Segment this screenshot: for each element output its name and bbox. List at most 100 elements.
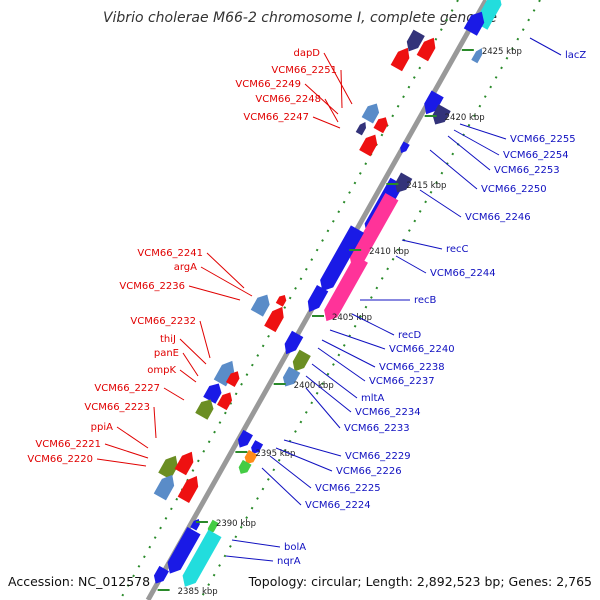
forward-gene-label[interactable]: VCM66_2227 — [94, 383, 160, 394]
reverse-gene-label[interactable]: VCM66_2250 — [481, 184, 547, 195]
leader-line — [261, 467, 302, 506]
reverse-gene-label[interactable]: VCM66_2224 — [305, 500, 371, 511]
gene-glyph[interactable] — [153, 472, 177, 501]
reverse-gene-label[interactable]: VCM66_2237 — [369, 376, 435, 387]
gene-glyph[interactable] — [317, 225, 364, 294]
gene-glyph[interactable] — [355, 121, 367, 136]
gene-glyph[interactable] — [164, 526, 201, 577]
genome-summary: Topology: circular; Length: 2,892,523 bp… — [248, 574, 592, 589]
gene-glyph[interactable] — [390, 45, 412, 72]
leader-line — [188, 285, 241, 301]
gene-glyph[interactable] — [275, 294, 287, 307]
gene-glyph[interactable] — [237, 459, 252, 476]
gene-glyph[interactable] — [359, 132, 380, 157]
reverse-gene-label[interactable]: VCM66_2234 — [355, 407, 421, 418]
reverse-gene-label[interactable]: lacZ — [565, 50, 586, 61]
leader-line — [529, 37, 562, 56]
gene-glyph[interactable] — [236, 429, 253, 450]
gene-glyph[interactable] — [264, 305, 287, 333]
forward-gene-label[interactable]: VCM66_2236 — [119, 281, 185, 292]
reverse-gene-label[interactable]: VCM66_2240 — [389, 344, 455, 355]
forward-gene-label[interactable]: VCM66_2248 — [255, 94, 321, 105]
reverse-gene-label[interactable]: VCM66_2238 — [379, 362, 445, 373]
gene-glyph[interactable] — [152, 565, 169, 586]
gene-glyph[interactable] — [471, 47, 484, 64]
leader-line — [304, 83, 339, 115]
forward-gene-label[interactable]: VCM66_2249 — [235, 79, 301, 90]
scale-label: 2410 kbp — [369, 247, 409, 257]
reverse-gene-label[interactable]: nqrA — [277, 556, 301, 567]
reverse-gene-label[interactable]: recD — [398, 330, 422, 341]
forward-gene-label[interactable]: dapD — [293, 48, 320, 59]
forward-gene-label[interactable]: ppiA — [91, 422, 113, 433]
gene-glyph[interactable] — [243, 449, 258, 466]
reverse-gene-label[interactable]: mltA — [361, 393, 384, 404]
forward-gene-label[interactable]: ompK — [147, 365, 176, 376]
gene-glyph[interactable] — [392, 172, 413, 195]
leader-line — [179, 369, 197, 383]
gene-glyph[interactable] — [217, 391, 235, 411]
leader-layer — [96, 37, 562, 562]
leader-line — [200, 266, 253, 297]
forward-gene-label[interactable]: VCM66_2223 — [84, 402, 150, 413]
gene-glyph[interactable] — [225, 370, 242, 387]
genes-layer — [152, 0, 502, 589]
forward-gene-label[interactable]: VCM66_2251 — [271, 65, 337, 76]
forward-gene-label[interactable]: VCM66_2232 — [130, 316, 196, 327]
reverse-gene-label[interactable]: VCM66_2255 — [510, 134, 576, 145]
gene-glyph[interactable] — [321, 255, 368, 324]
leader-line — [179, 338, 207, 365]
gene-glyph[interactable] — [421, 90, 444, 117]
leader-line — [225, 555, 274, 562]
gene-glyph[interactable] — [179, 529, 222, 589]
reverse-gene-label[interactable]: VCM66_2254 — [503, 150, 569, 161]
forward-gene-label[interactable]: VCM66_2221 — [35, 439, 101, 450]
gene-glyph[interactable] — [250, 440, 264, 455]
reverse-gene-label[interactable]: VCM66_2226 — [336, 466, 402, 477]
reverse-gene-label[interactable]: bolA — [284, 542, 306, 553]
leader-line — [329, 329, 386, 350]
forward-gene-label[interactable]: panE — [154, 348, 179, 359]
gene-glyph[interactable] — [203, 381, 224, 404]
reverse-gene-label[interactable]: recC — [446, 244, 469, 255]
gene-glyph[interactable] — [174, 449, 196, 476]
forward-gene-label[interactable]: VCM66_2220 — [27, 454, 93, 465]
scale-label: 2405 kbp — [332, 313, 372, 323]
gene-glyph[interactable] — [280, 366, 301, 389]
reverse-gene-label[interactable]: VCM66_2253 — [494, 165, 560, 176]
reverse-gene-label[interactable]: VCM66_2225 — [315, 483, 381, 494]
leader-line — [317, 347, 366, 382]
gene-glyph[interactable] — [373, 115, 390, 134]
forward-gene-label[interactable]: VCM66_2241 — [137, 248, 203, 259]
leader-line — [153, 406, 157, 439]
forward-gene-label[interactable]: argA — [174, 262, 197, 273]
gene-glyph[interactable] — [399, 141, 410, 154]
forward-gene-label[interactable]: thiJ — [160, 334, 176, 345]
gene-glyph[interactable] — [250, 292, 272, 317]
reverse-gene-label[interactable]: VCM66_2229 — [345, 451, 411, 462]
leader-line — [323, 52, 353, 105]
leader-line — [419, 189, 462, 218]
gene-glyph[interactable] — [177, 474, 201, 503]
leader-line — [351, 313, 395, 336]
reverse-gene-label[interactable]: VCM66_2244 — [430, 268, 496, 279]
gene-glyph[interactable] — [195, 397, 216, 420]
reverse-gene-label[interactable]: VCM66_2246 — [465, 212, 531, 223]
leader-line — [459, 123, 507, 140]
gene-glyph[interactable] — [404, 29, 425, 53]
gene-glyph[interactable] — [304, 285, 329, 315]
gene-glyph[interactable] — [290, 349, 311, 373]
leader-line — [104, 443, 149, 459]
forward-gene-label[interactable]: VCM66_2247 — [243, 112, 309, 123]
gene-glyph[interactable] — [430, 104, 451, 127]
reverse-gene-label[interactable]: VCM66_2233 — [344, 423, 410, 434]
gene-glyph[interactable] — [361, 101, 381, 124]
gene-glyph[interactable] — [281, 330, 304, 356]
gene-glyph[interactable] — [463, 9, 488, 36]
leader-line — [206, 252, 245, 289]
gene-glyph[interactable] — [416, 35, 438, 62]
scale-label: 2390 kbp — [216, 519, 256, 529]
reverse-gene-label[interactable]: recB — [414, 295, 437, 306]
